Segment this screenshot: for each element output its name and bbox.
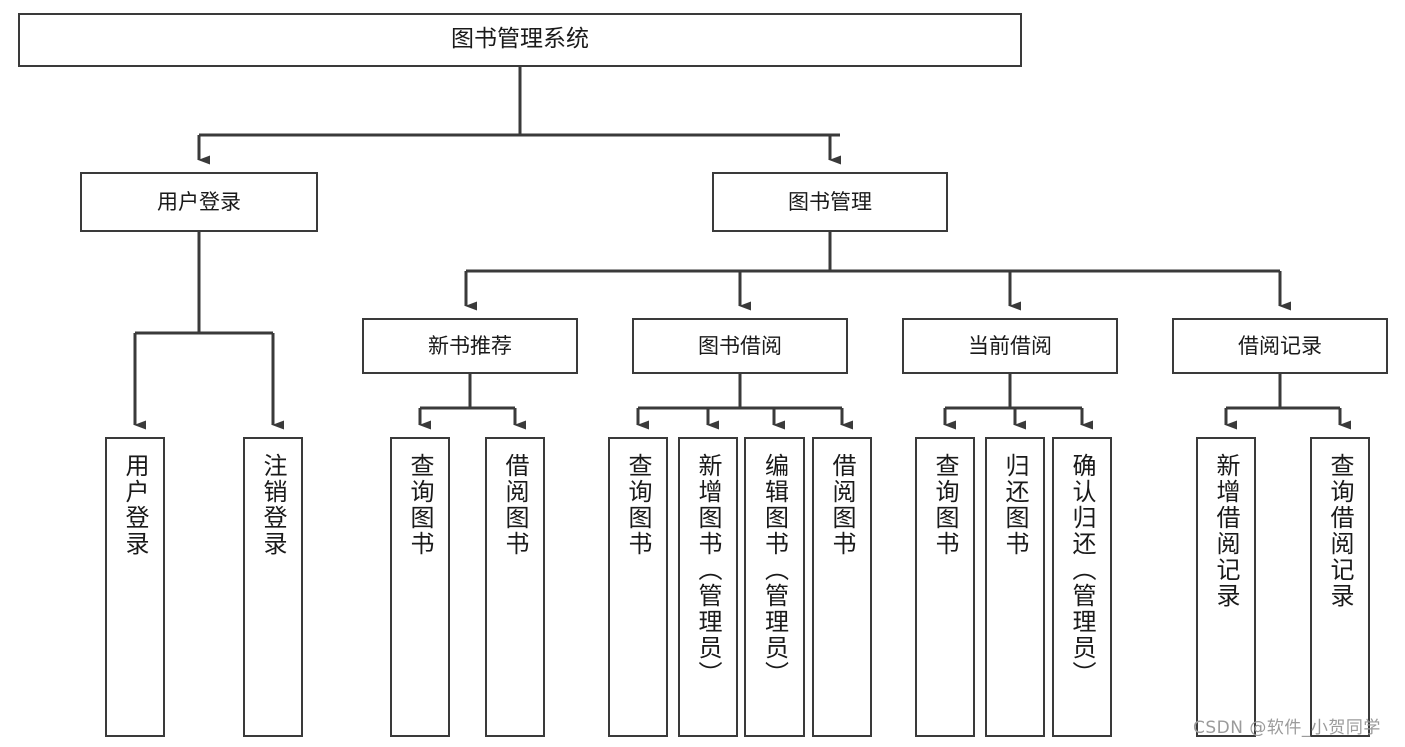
node-level2-borrow-records[interactable]: 借阅记录 (1172, 318, 1388, 374)
node-level2-new-book-recommend-label: 新书推荐 (428, 333, 512, 358)
leaf-node-label: 新增借阅记录 (1212, 453, 1240, 609)
leaf-node-label: 查询借阅记录 (1326, 453, 1354, 609)
leaf-node-label: 确认归还（管理员） (1068, 453, 1096, 687)
leaf-node[interactable]: 查询图书 (915, 437, 975, 737)
leaf-node[interactable]: 新增图书（管理员） (678, 437, 738, 737)
leaf-node-label: 查询图书 (406, 453, 434, 557)
leaf-node[interactable]: 用户登录 (105, 437, 165, 737)
node-level1-book-management-label: 图书管理 (788, 189, 872, 214)
leaf-node-label: 查询图书 (624, 453, 652, 557)
leaf-node-label: 归还图书 (1001, 453, 1029, 557)
leaf-node-label: 查询图书 (931, 453, 959, 557)
node-root-label: 图书管理系统 (451, 26, 589, 53)
leaf-node-label: 注销登录 (259, 453, 287, 557)
leaf-node[interactable]: 查询借阅记录 (1310, 437, 1370, 737)
leaf-node-label: 借阅图书 (828, 453, 856, 557)
node-level1-user-login[interactable]: 用户登录 (80, 172, 318, 232)
leaf-node-label: 编辑图书（管理员） (760, 453, 789, 687)
node-root[interactable]: 图书管理系统 (18, 13, 1022, 67)
leaf-node[interactable]: 注销登录 (243, 437, 303, 737)
leaf-node[interactable]: 借阅图书 (812, 437, 872, 737)
leaf-node[interactable]: 新增借阅记录 (1196, 437, 1256, 737)
node-level2-current-borrow-label: 当前借阅 (968, 333, 1052, 358)
node-level2-book-borrow[interactable]: 图书借阅 (632, 318, 848, 374)
node-level1-user-login-label: 用户登录 (157, 189, 241, 214)
leaf-node[interactable]: 借阅图书 (485, 437, 545, 737)
node-level2-borrow-records-label: 借阅记录 (1238, 333, 1322, 358)
leaf-node-label: 借阅图书 (501, 453, 529, 557)
leaf-node[interactable]: 查询图书 (608, 437, 668, 737)
node-level2-current-borrow[interactable]: 当前借阅 (902, 318, 1118, 374)
leaf-node-label: 新增图书（管理员） (694, 453, 722, 687)
leaf-node[interactable]: 归还图书 (985, 437, 1045, 737)
node-level2-book-borrow-label: 图书借阅 (698, 333, 782, 358)
node-level1-book-management[interactable]: 图书管理 (712, 172, 948, 232)
leaf-node-label: 用户登录 (121, 453, 149, 557)
watermark-text: CSDN @软件_小贺同学 (1193, 718, 1381, 738)
leaf-node[interactable]: 确认归还（管理员） (1052, 437, 1112, 737)
leaf-node[interactable]: 查询图书 (390, 437, 450, 737)
leaf-node[interactable]: 编辑图书（管理员） (744, 437, 805, 737)
node-level2-new-book-recommend[interactable]: 新书推荐 (362, 318, 578, 374)
